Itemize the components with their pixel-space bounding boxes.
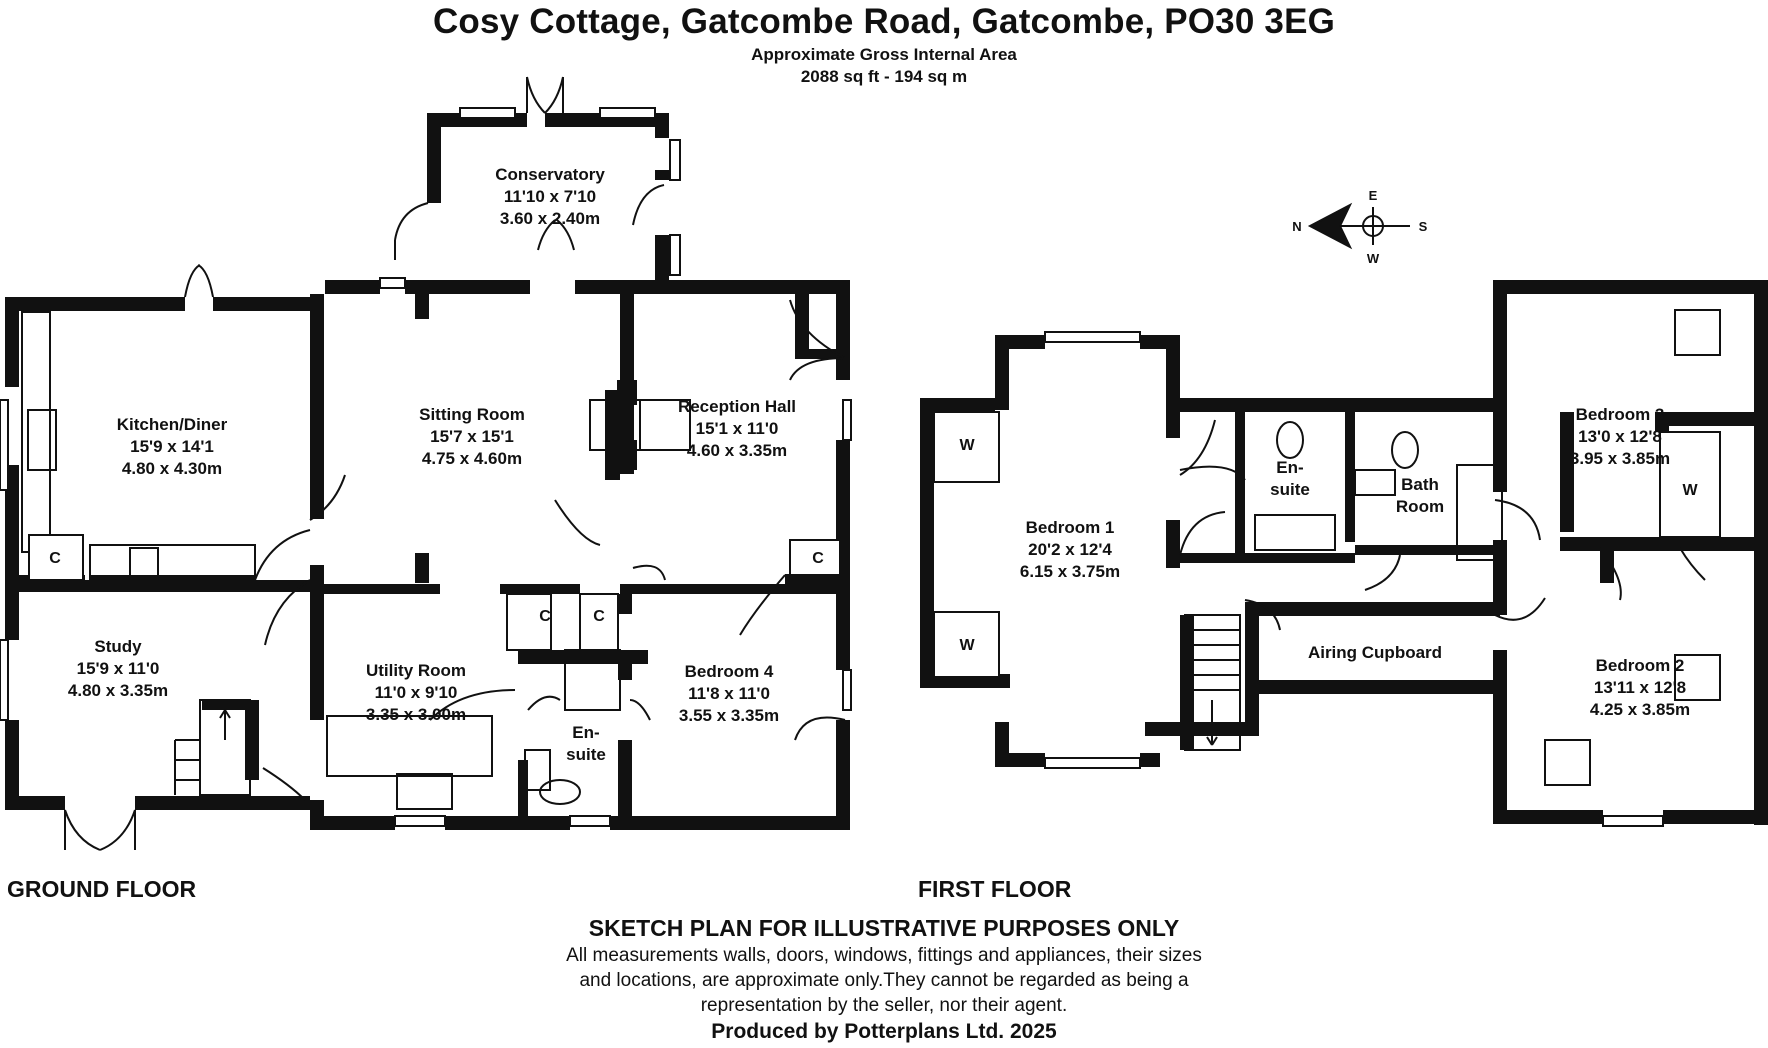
label-bedroom2: Bedroom 2 13'11 x 12'8 4.25 x 3.85m: [1590, 656, 1690, 719]
bedroom4-name: Bedroom 4: [685, 662, 774, 681]
study-imperial: 15'9 x 11'0: [77, 659, 160, 678]
ground-windows: [0, 277, 852, 827]
bedroom1-imperial: 20'2 x 12'4: [1028, 540, 1112, 559]
first-wardrobes: [933, 411, 1721, 678]
disclaimer-line: All measurements walls, doors, windows, …: [566, 945, 1202, 966]
producer-credit: Produced by Potterplans Ltd. 2025: [711, 1020, 1057, 1043]
conservatory-metric: 3.60 x 2.40m: [500, 209, 600, 228]
disclaimer-line: representation by the seller, nor their …: [700, 995, 1068, 1016]
first-stairs: [1184, 614, 1241, 751]
bedroom3-name: Bedroom 3: [1576, 405, 1665, 424]
wardrobe-label: W: [959, 437, 975, 454]
compass-east: E: [1369, 188, 1378, 203]
label-first-ensuite: En- suite: [1270, 458, 1310, 499]
first-floor-label: FIRST FLOOR: [918, 876, 1072, 902]
conservatory-name: Conservatory: [495, 165, 605, 184]
kitchen-name: Kitchen/Diner: [117, 415, 228, 434]
reception-imperial: 15'1 x 11'0: [696, 419, 779, 438]
chimney-breast: [605, 380, 637, 480]
wardrobe-label: W: [959, 637, 975, 654]
utility-metric: 3.35 x 3.00m: [366, 705, 466, 724]
label-utility: Utility Room 11'0 x 9'10 3.35 x 3.00m: [366, 661, 466, 724]
label-bedroom1: Bedroom 1 20'2 x 12'4 6.15 x 3.75m: [1020, 518, 1120, 581]
ground-cupboards: [28, 534, 841, 651]
reception-name: Reception Hall: [678, 397, 796, 416]
study-name: Study: [94, 637, 142, 656]
bedroom2-imperial: 13'11 x 12'8: [1594, 678, 1686, 697]
cupboard-label: C: [812, 550, 824, 567]
bedroom1-name: Bedroom 1: [1026, 518, 1115, 537]
sitting-imperial: 15'7 x 15'1: [430, 427, 514, 446]
reception-metric: 4.60 x 3.35m: [687, 441, 787, 460]
area-value: 2088 sq ft - 194 sq m: [800, 67, 968, 86]
label-sitting: Sitting Room 15'7 x 15'1 4.75 x 4.60m: [419, 405, 525, 468]
first-outer-walls: [920, 280, 1768, 825]
bedroom3-imperial: 13'0 x 12'8: [1578, 427, 1662, 446]
label-bedroom3: Bedroom 3 13'0 x 12'8 3.95 x 3.85m: [1570, 405, 1670, 468]
bathroom-line2: Room: [1396, 497, 1444, 516]
bedroom1-metric: 6.15 x 3.75m: [1020, 562, 1120, 581]
label-ground-ensuite: En- suite: [566, 723, 606, 764]
ground-cupboard-labels: C C C C: [49, 550, 824, 625]
bedroom4-metric: 3.55 x 3.35m: [679, 706, 779, 725]
first-fittings: [1254, 309, 1721, 786]
ground-stairs: [174, 699, 251, 796]
ground-floor-label: GROUND FLOOR: [7, 876, 197, 902]
conservatory-imperial: 11'10 x 7'10: [504, 187, 596, 206]
bedroom2-name: Bedroom 2: [1596, 656, 1685, 675]
first-wardrobe-labels: W W W: [959, 437, 1698, 654]
first-ensuite-line2: suite: [1270, 480, 1310, 499]
label-kitchen: Kitchen/Diner 15'9 x 14'1 4.80 x 4.30m: [117, 415, 228, 478]
compass-icon: [1307, 202, 1410, 250]
compass-south: S: [1419, 219, 1428, 234]
wardrobe-label: W: [1682, 482, 1698, 499]
label-bedroom4: Bedroom 4 11'8 x 11'0 3.55 x 3.35m: [679, 662, 779, 725]
bathroom-line1: Bath: [1401, 475, 1439, 494]
study-metric: 4.80 x 3.35m: [68, 681, 168, 700]
conservatory-walls: [427, 107, 681, 280]
ground-ensuite-line1: En-: [572, 723, 599, 742]
utility-imperial: 11'0 x 9'10: [375, 683, 458, 702]
compass-north: N: [1292, 219, 1301, 234]
ground-doors: [64, 264, 846, 851]
first-windows: [1044, 331, 1664, 827]
sitting-name: Sitting Room: [419, 405, 525, 424]
cupboard-label: C: [593, 608, 605, 625]
kitchen-imperial: 15'9 x 14'1: [130, 437, 214, 456]
bedroom4-imperial: 11'8 x 11'0: [688, 684, 770, 703]
first-ensuite-line1: En-: [1276, 458, 1303, 477]
conservatory-doors: [394, 76, 665, 260]
ground-outer-walls: [5, 280, 850, 830]
first-floor-plan: [920, 280, 1768, 827]
label-study: Study 15'9 x 11'0 4.80 x 3.35m: [68, 637, 168, 700]
disclaimer-line: and locations, are approximate only.They…: [579, 970, 1189, 991]
kitchen-metric: 4.80 x 4.30m: [122, 459, 222, 478]
cupboard-label: C: [539, 608, 551, 625]
ground-ensuite-line2: suite: [566, 745, 606, 764]
label-bathroom: Bath Room: [1396, 475, 1444, 516]
airing-cupboard-label: Airing Cupboard: [1308, 643, 1442, 662]
label-reception: Reception Hall 15'1 x 11'0 4.60 x 3.35m: [678, 397, 796, 460]
ground-floor-plan: [0, 76, 852, 851]
plan-title: Cosy Cottage, Gatcombe Road, Gatcombe, P…: [432, 2, 1336, 41]
cupboard-label: C: [49, 550, 61, 567]
bedroom3-metric: 3.95 x 3.85m: [1570, 449, 1670, 468]
bedroom2-metric: 4.25 x 3.85m: [1590, 700, 1690, 719]
area-label: Approximate Gross Internal Area: [751, 45, 1017, 64]
compass-west: W: [1367, 251, 1380, 266]
disclaimer-text: All measurements walls, doors, windows, …: [0, 943, 1768, 1018]
sitting-metric: 4.75 x 4.60m: [422, 449, 522, 468]
label-conservatory: Conservatory 11'10 x 7'10 3.60 x 2.40m: [495, 165, 605, 228]
disclaimer-heading: SKETCH PLAN FOR ILLUSTRATIVE PURPOSES ON…: [588, 915, 1180, 941]
utility-name: Utility Room: [366, 661, 466, 680]
